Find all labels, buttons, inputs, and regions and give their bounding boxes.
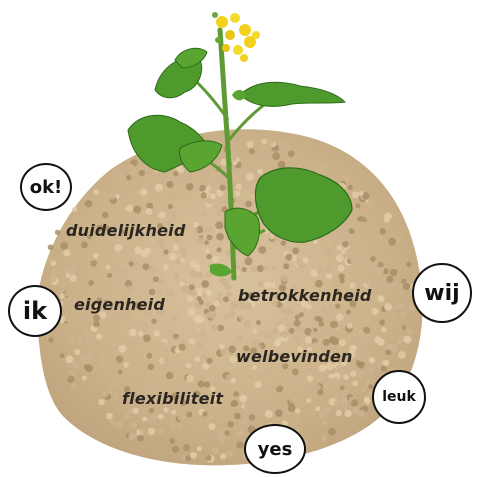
yes-badge: yes	[244, 424, 306, 474]
ok-badge: ok!	[20, 163, 72, 211]
word-duidelijkheid: duidelijkheid	[66, 221, 186, 240]
wij-badge-label: wij	[424, 280, 460, 306]
leuk-badge: leuk	[372, 370, 426, 424]
word-welbevinden: welbevinden	[236, 347, 353, 366]
leuk-badge-label: leuk	[382, 389, 416, 405]
wij-badge: wij	[412, 263, 472, 323]
ik-badge: ik	[8, 285, 62, 337]
ik-badge-label: ik	[22, 297, 48, 325]
word-flexibiliteit: flexibiliteit	[122, 389, 224, 408]
mustard-plant	[127, 12, 353, 281]
flower-cluster	[212, 12, 260, 62]
ok-badge-label: ok!	[29, 176, 63, 198]
yes-badge-label: yes	[257, 438, 293, 460]
word-eigenheid: eigenheid	[74, 295, 166, 314]
word-betrokkenheid: betrokkenheid	[238, 286, 372, 305]
